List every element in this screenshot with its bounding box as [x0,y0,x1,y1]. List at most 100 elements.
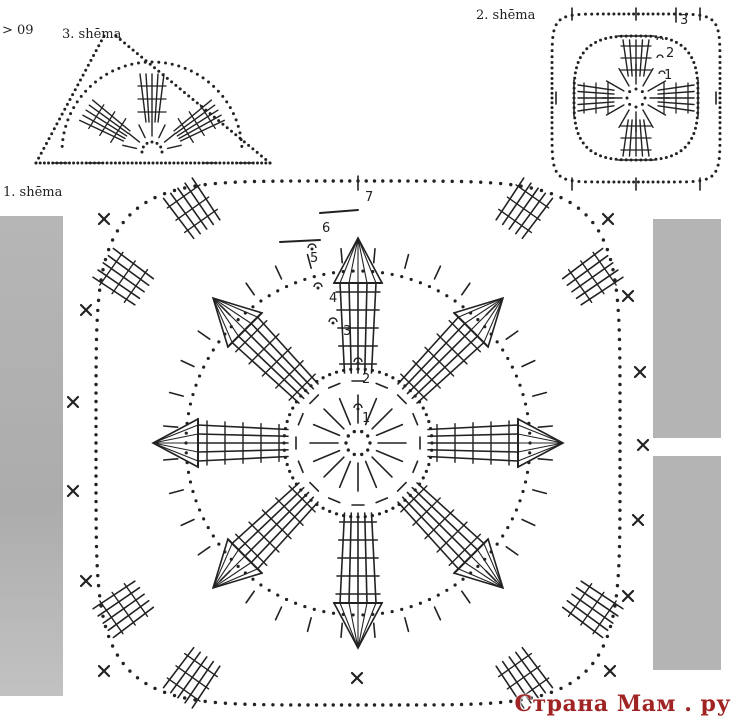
chain-dot [84,89,88,93]
chain-dot [168,161,172,165]
chain-dot [476,564,480,568]
chain-dot [97,594,102,598]
chain-dot [368,441,372,445]
ring-stitch [537,425,554,429]
chain-dot [618,365,622,369]
chain-dot [445,588,449,592]
petal-tip-strand [212,297,240,337]
chain-dot [88,84,92,88]
chain-dot [685,12,689,16]
chain-dot [144,59,148,63]
ring-stitch [297,460,304,474]
chain-dot [612,12,616,16]
chain-dot [293,281,298,285]
chain-dot [489,332,493,336]
chain-dot [331,179,335,183]
chain-dot [381,179,385,183]
chain-dot [685,180,689,184]
post-crossbar [111,260,136,295]
chain-dot [617,554,621,558]
single-crochet-cross [636,438,650,452]
radial-stitch [375,449,404,463]
chain-dot [613,278,617,282]
chain-dot [126,161,130,165]
chain-dot [576,676,581,680]
chain-dot [529,186,533,190]
single-crochet-cross [79,303,93,317]
chain-dot [243,311,247,315]
chain-dot [718,55,722,59]
ring-stitch [309,394,320,405]
chain-dot [238,136,242,140]
chain-dot [72,106,76,110]
chain-dot [695,76,699,80]
chain-dot [288,413,292,417]
chain-dot [185,461,189,465]
chain-dot [651,12,655,16]
chain-dot [605,247,610,252]
chain-dot [672,12,676,16]
chain-dot [180,161,184,165]
chain-dot [361,613,365,617]
post-crossbar [275,497,304,526]
chain-dot [69,112,73,116]
chain-dot [649,158,653,162]
chain-dot [550,101,554,105]
chain-dot [613,604,617,608]
chain-dot [217,119,221,123]
chain-dot [664,155,668,159]
chain-dot [678,12,682,16]
petal-tip-strand [348,602,359,649]
chain-dot [153,66,156,70]
chain-dot [208,112,212,116]
chain-dot [184,441,188,445]
slip-stitch-arrow [313,282,323,288]
ring-stitch [327,497,341,504]
double-crochet-post [91,99,131,132]
page-reference: > 09 [2,23,34,38]
post-crossbar [88,104,105,130]
chain-dot [110,644,115,648]
single-crochet-cross [97,664,111,678]
chain-dot [351,613,355,617]
chain-dot [607,12,611,16]
chain-dot [94,365,98,369]
chain-dot [252,179,257,184]
petal-tip-strand [212,542,233,589]
chain-dot [99,604,103,608]
chain-dot [432,703,436,707]
chain-dot [341,270,345,274]
chain-dot [217,340,221,344]
chain-dot [618,508,622,512]
chain-dot [150,140,154,144]
chain-dot [718,81,722,85]
radial-stitch [312,423,341,437]
chain-dot [94,337,99,342]
chain-dot [240,144,244,148]
radial-stitch [138,124,146,139]
chain-dot [62,131,66,135]
chain-dot [551,36,555,40]
chain-dot [634,34,638,38]
chain-dot [331,321,335,325]
slip-stitch-arrow [328,317,338,323]
chain-dot [644,34,648,38]
chain-dot [654,157,658,161]
chain-dot [218,161,222,165]
chain-dot [328,509,332,513]
chain-dot [99,76,103,80]
ring-stitch [327,382,341,389]
chain-dot [514,508,519,512]
chain-dot [71,93,75,97]
chain-dot [479,180,483,184]
chain-dot [627,12,631,16]
chain-dot [528,441,532,445]
ring-stitch [340,622,344,639]
chain-dot [174,83,178,87]
chain-dot [34,161,38,165]
chain-dot [172,693,177,698]
petal-tip-strand [517,433,564,444]
chain-dot [201,76,205,80]
chain-dot [157,60,161,64]
watermark-logo: Страна Мам . ру [514,691,731,717]
